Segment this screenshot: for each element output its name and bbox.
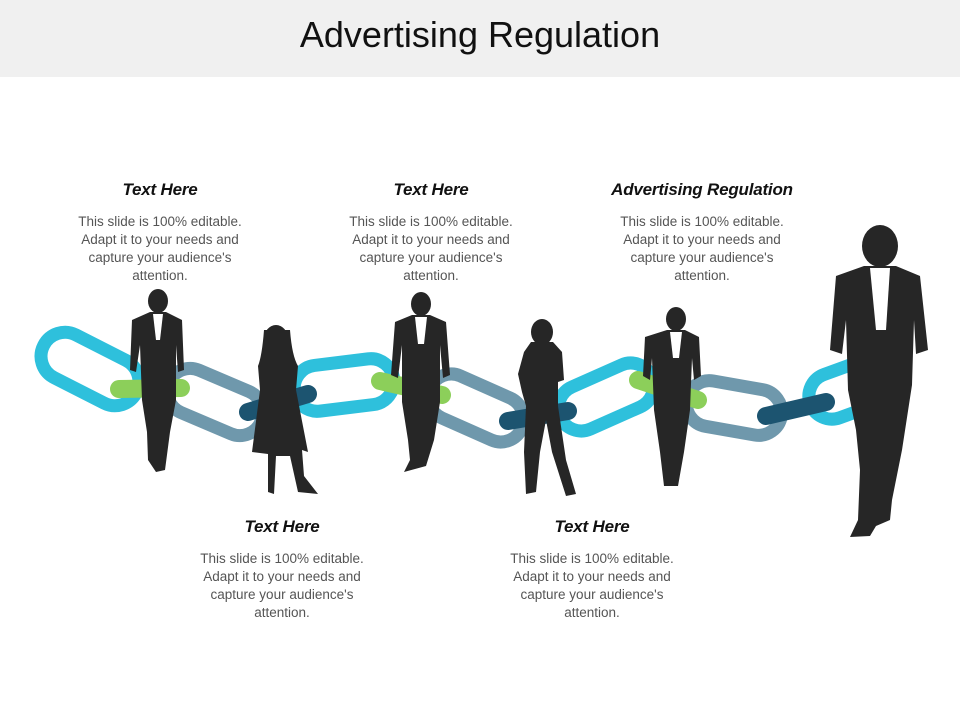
businessman-silhouette-1 <box>130 289 184 472</box>
label-body-3: This slide is 100% editable. Adapt it to… <box>620 214 784 283</box>
businesswoman-silhouette-1 <box>252 325 318 494</box>
label-block-3: Advertising Regulation This slide is 100… <box>602 180 802 285</box>
label-heading-1: Text Here <box>122 180 198 199</box>
businesswoman-silhouette-2 <box>518 319 576 496</box>
label-heading-2: Text Here <box>393 180 469 199</box>
label-body-2: This slide is 100% editable. Adapt it to… <box>349 214 513 283</box>
label-body-4: This slide is 100% editable. Adapt it to… <box>200 551 364 620</box>
label-block-2: Text Here This slide is 100% editable. A… <box>331 180 531 285</box>
businessman-silhouette-large <box>830 225 928 537</box>
title-bar <box>0 0 960 77</box>
label-block-4: Text Here This slide is 100% editable. A… <box>182 517 382 622</box>
businessman-silhouette-2 <box>391 292 450 472</box>
silhouettes <box>130 225 928 537</box>
label-block-1: Text Here This slide is 100% editable. A… <box>60 180 260 285</box>
label-body-1: This slide is 100% editable. Adapt it to… <box>78 214 242 283</box>
label-block-5: Text Here This slide is 100% editable. A… <box>492 517 692 622</box>
connector-navy-3 <box>757 393 835 425</box>
label-heading-4: Text Here <box>244 517 320 536</box>
businessman-silhouette-3 <box>643 307 701 486</box>
label-heading-3: Advertising Regulation <box>611 180 793 199</box>
label-heading-5: Text Here <box>554 517 630 536</box>
label-body-5: This slide is 100% editable. Adapt it to… <box>510 551 674 620</box>
page-title: Advertising Regulation <box>299 14 661 55</box>
